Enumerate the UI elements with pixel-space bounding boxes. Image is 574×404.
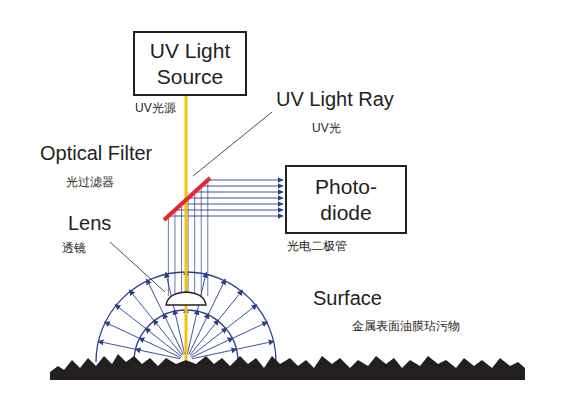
scatter-arrow [191, 338, 233, 357]
scatter-arrow [227, 305, 257, 328]
reflected-ray [181, 204, 182, 296]
scatter-arrow [187, 309, 197, 354]
reflected-arrow [201, 186, 283, 187]
scatter-arrow [233, 322, 267, 338]
scatter-arrow [219, 290, 243, 320]
component-box: Photo- diode光电二极管 [285, 165, 407, 234]
lens [166, 292, 206, 305]
uv-light-ray [185, 96, 188, 360]
reflected-ray [201, 186, 202, 296]
scatter-arrow [104, 322, 138, 338]
leader-line [110, 242, 165, 292]
reflected-arrow [195, 192, 283, 193]
reflected-ray [207, 180, 208, 296]
part-name: UV Light Ray [276, 88, 394, 111]
reflected-ray [194, 192, 195, 296]
leader-line [193, 112, 272, 176]
reflected-arrow [182, 204, 283, 205]
part-name-zh: UV光 [312, 120, 341, 137]
scatter-arrow [115, 305, 145, 328]
reflected-arrow [175, 210, 283, 211]
reflected-arrow [208, 180, 283, 181]
reflected-ray [188, 198, 189, 296]
part-name-zh: 金属表面油膜玷污物 [352, 318, 460, 335]
scatter-arrow [98, 341, 135, 349]
box-label: UV Light Source [135, 34, 245, 92]
part-name: Optical Filter [40, 142, 152, 165]
scatter-arrow [163, 313, 183, 354]
scatter-arrow [129, 290, 153, 320]
box-caption: UV光源 [135, 100, 176, 117]
component-box: UV Light SourceUV光源 [133, 31, 247, 96]
reflected-ray [174, 210, 175, 296]
metal-surface [50, 354, 525, 380]
scatter-arrow [237, 341, 274, 349]
part-name-zh: 透镜 [62, 240, 86, 257]
reflected-arrow [188, 198, 283, 199]
scatter-arrow [135, 349, 180, 359]
part-name: Surface [313, 287, 382, 310]
box-label: Photo- diode [287, 170, 405, 228]
part-name-zh: 光过滤器 [66, 174, 114, 191]
scatter-arrow [147, 279, 164, 313]
part-name: Lens [68, 212, 111, 235]
scatter-arrow [209, 279, 226, 313]
optical-filter [164, 178, 210, 220]
box-caption: 光电二极管 [287, 238, 347, 255]
